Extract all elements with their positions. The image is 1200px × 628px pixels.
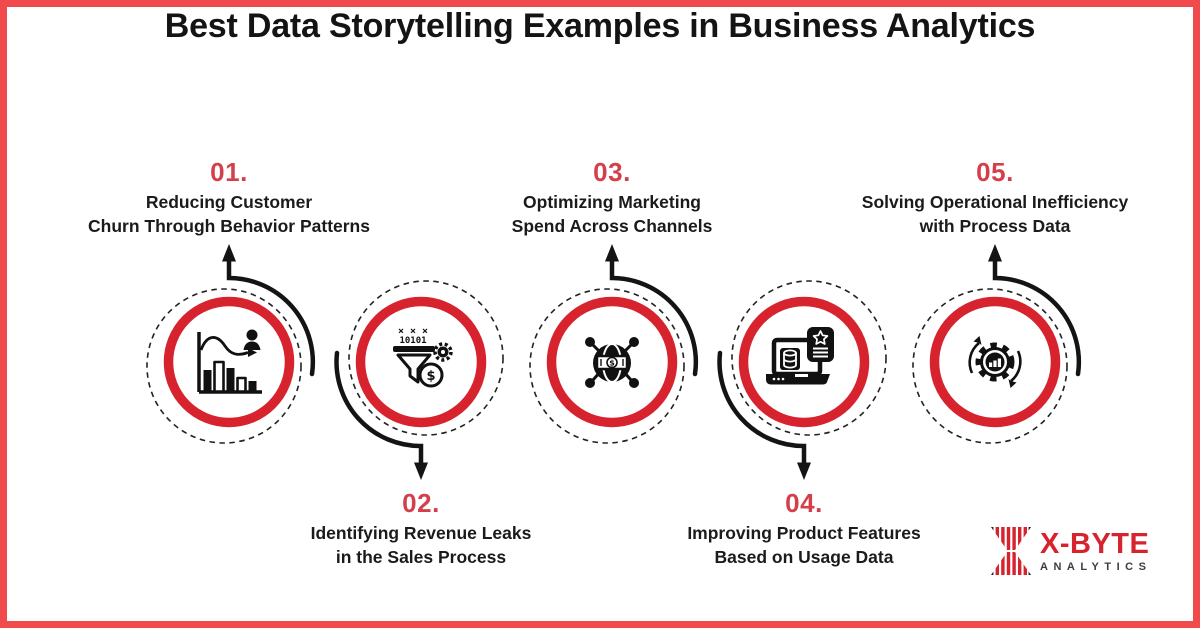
red-ring xyxy=(546,296,678,428)
revenue-funnel-icon: × × × 10101 $ xyxy=(393,326,453,388)
curved-arrow-down-icon xyxy=(334,350,428,480)
item-3-line2: Spend Across Channels xyxy=(511,216,713,236)
marketing-network-globe-icon: $ xyxy=(585,337,639,388)
curved-arrow-up-icon xyxy=(605,244,699,377)
item-3-label: 03. Optimizing Marketing Spend Across Ch… xyxy=(452,157,772,238)
item-3-circle-graphic: $ xyxy=(529,244,699,444)
page-title: Best Data Storytelling Examples in Busin… xyxy=(164,7,1036,45)
dashed-circle xyxy=(146,288,302,444)
product-laptop-icon xyxy=(766,327,834,385)
item-4-label: 04. Improving Product Features Based on … xyxy=(644,488,964,569)
red-ring xyxy=(355,296,487,428)
logo-name: X-BYTE xyxy=(1040,528,1150,560)
svg-text:$: $ xyxy=(609,359,615,368)
item-4-circle-graphic xyxy=(717,280,887,480)
item-1-label: 01. Reducing Customer Churn Through Beha… xyxy=(69,157,389,238)
dashed-circle xyxy=(529,288,685,444)
item-2-circle-graphic: × × × 10101 $ xyxy=(334,280,504,480)
item-4-line2: Based on Usage Data xyxy=(714,547,894,567)
item-2-label: 02. Identifying Revenue Leaks in the Sal… xyxy=(261,488,581,569)
curved-arrow-up-icon xyxy=(222,244,316,377)
xbyte-logo-mark-icon xyxy=(991,527,1031,575)
item-1-number: 01. xyxy=(210,157,248,187)
item-3-number: 03. xyxy=(593,157,631,187)
dashed-circle xyxy=(731,280,887,436)
item-5-line2: with Process Data xyxy=(919,216,1071,236)
item-5-line1: Solving Operational Inefficiency xyxy=(861,192,1129,212)
curved-arrow-up-icon xyxy=(988,244,1082,377)
item-2-line1: Identifying Revenue Leaks xyxy=(310,523,532,543)
item-1-circle-graphic xyxy=(146,244,316,444)
logo-text: X-BYTE ANALYTICS xyxy=(1040,529,1151,573)
curved-arrow-down-icon xyxy=(717,350,811,480)
svg-text:10101: 10101 xyxy=(399,336,426,346)
dashed-circle xyxy=(912,288,1068,444)
red-ring xyxy=(929,296,1061,428)
process-gear-icon xyxy=(968,336,1022,388)
red-ring xyxy=(163,296,295,428)
red-ring xyxy=(738,296,870,428)
logo-subtitle: ANALYTICS xyxy=(1040,561,1152,573)
item-5-label: 05. Solving Operational Inefficiency wit… xyxy=(835,157,1155,238)
item-2-number: 02. xyxy=(402,488,440,518)
item-4-line1: Improving Product Features xyxy=(687,523,921,543)
item-5-number: 05. xyxy=(976,157,1014,187)
dashed-circle xyxy=(348,280,504,436)
item-3-line1: Optimizing Marketing xyxy=(523,192,701,212)
item-2-line2: in the Sales Process xyxy=(335,547,507,567)
item-1-line2: Churn Through Behavior Patterns xyxy=(88,216,370,236)
churn-bar-chart-icon xyxy=(197,329,262,394)
item-5-circle-graphic xyxy=(912,244,1082,444)
company-logo: X-BYTE ANALYTICS xyxy=(990,527,1151,575)
svg-text:$: $ xyxy=(426,369,435,384)
item-1-line1: Reducing Customer xyxy=(145,192,313,212)
svg-text:× × ×: × × × xyxy=(398,326,428,337)
item-4-number: 04. xyxy=(785,488,823,518)
